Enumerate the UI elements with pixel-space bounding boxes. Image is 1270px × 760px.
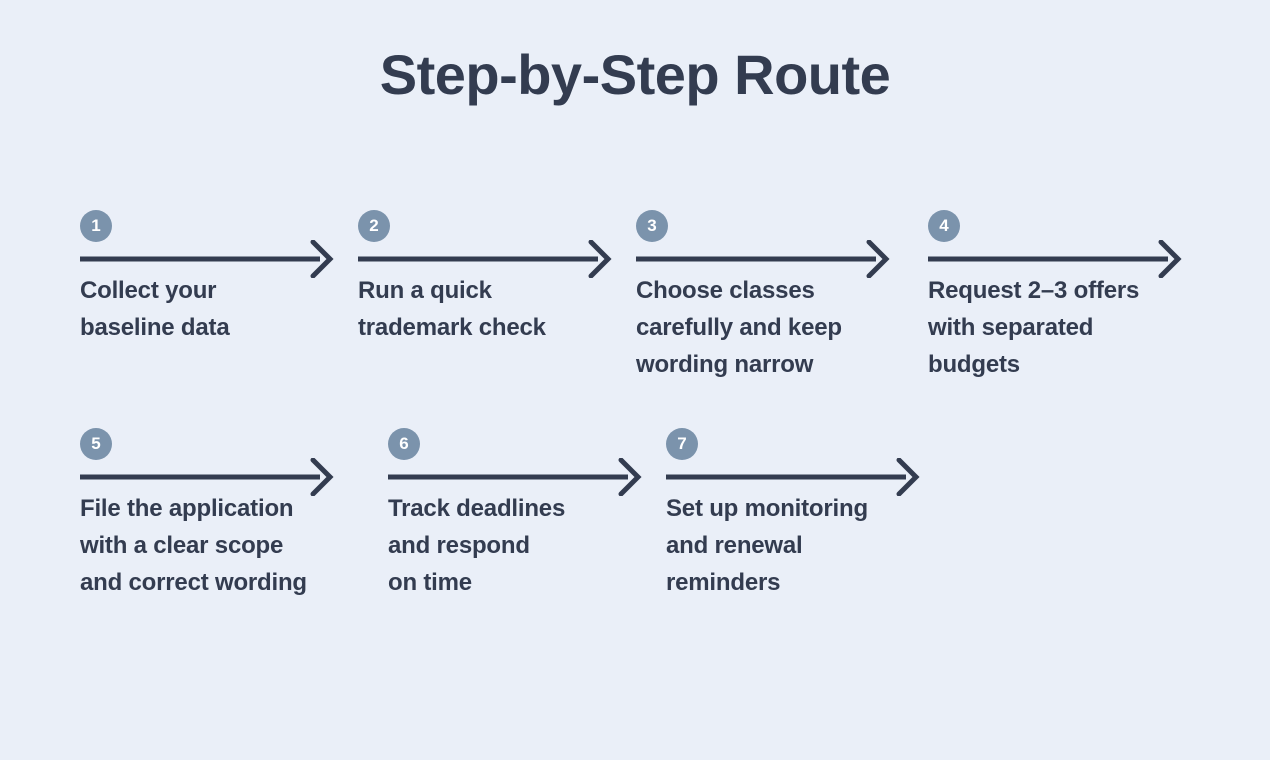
page-title: Step-by-Step Route [379,43,891,106]
arrow-right-icon [358,240,612,278]
arrow-right-icon [388,458,642,496]
step-label-4: Request 2–3 offers with separated budget… [928,277,1140,378]
step-number-badge-6: 6 [388,428,420,460]
step-number-badge-1: 1 [80,210,112,242]
arrow-right-icon [666,458,920,496]
arrow-right-icon [928,240,1182,278]
step-number-badge-4: 4 [928,210,960,242]
step-number-badge-5: 5 [80,428,112,460]
arrow-right-icon [636,240,890,278]
step-number-badge-2: 2 [358,210,390,242]
step-label-7: Set up monitoring and renewal reminders [666,495,868,596]
step-label-3: Choose classes carefully and keep wordin… [636,277,842,378]
step-label-5: File the application with a clear scope … [80,495,307,596]
step-label-2: Run a quick trademark check [358,277,546,341]
arrow-right-icon [80,458,334,496]
step-number-badge-7: 7 [666,428,698,460]
step-number-badge-3: 3 [636,210,668,242]
arrow-right-icon [80,240,334,278]
step-label-6: Track deadlines and respond on time [388,495,566,596]
step-label-1: Collect your baseline data [80,277,230,341]
